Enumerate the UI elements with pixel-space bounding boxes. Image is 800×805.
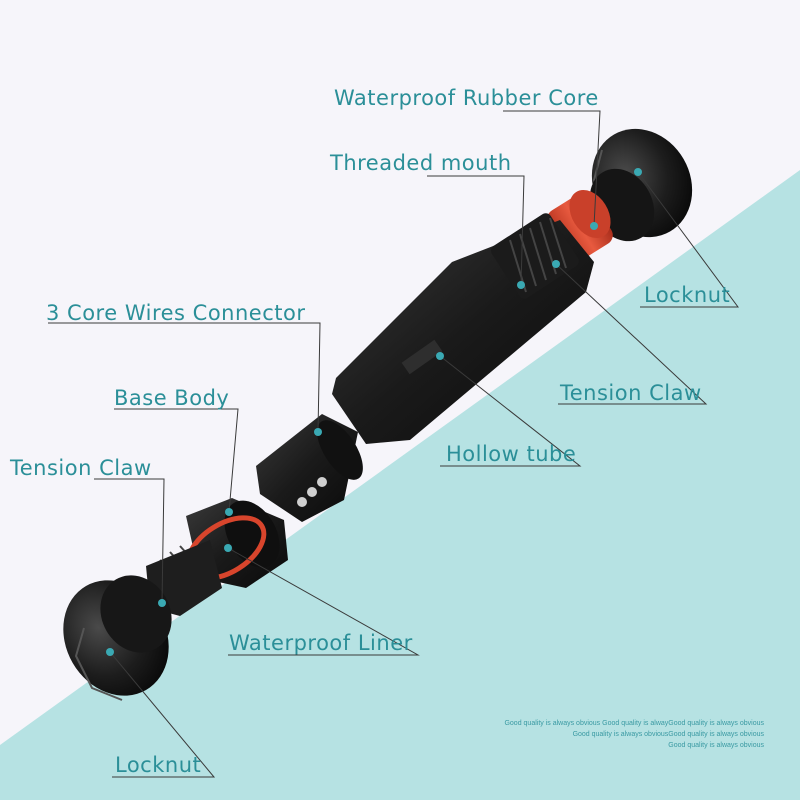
label-waterproof-liner: Waterproof Liner <box>229 631 413 655</box>
label-3-core-wires-connector: 3 Core Wires Connector <box>46 301 306 325</box>
three-core-connector-part <box>256 414 363 522</box>
label-tension-claw-left: Tension Claw <box>10 456 152 480</box>
base-body-part <box>146 498 288 616</box>
label-tension-claw-right: Tension Claw <box>560 381 702 405</box>
locknut-left-part <box>63 575 172 701</box>
label-locknut-left: Locknut <box>115 753 202 777</box>
label-hollow-tube: Hollow tube <box>446 442 577 466</box>
background-teal-band <box>0 170 800 800</box>
watermark-line-3: Good quality is always obvious <box>668 742 764 749</box>
leader-dots <box>106 168 642 656</box>
label-locknut-right: Locknut <box>644 283 731 307</box>
leader-lines <box>48 110 739 778</box>
hollow-tube-part <box>332 213 594 444</box>
label-waterproof-rubber-core: Waterproof Rubber Core <box>334 86 599 110</box>
watermark-line-1: Good quality is always obvious Good qual… <box>504 720 764 727</box>
label-threaded-mouth: Threaded mouth <box>330 151 512 175</box>
watermark-line-2: Good quality is always obviousGood quali… <box>572 731 764 738</box>
label-base-body: Base Body <box>114 386 230 410</box>
